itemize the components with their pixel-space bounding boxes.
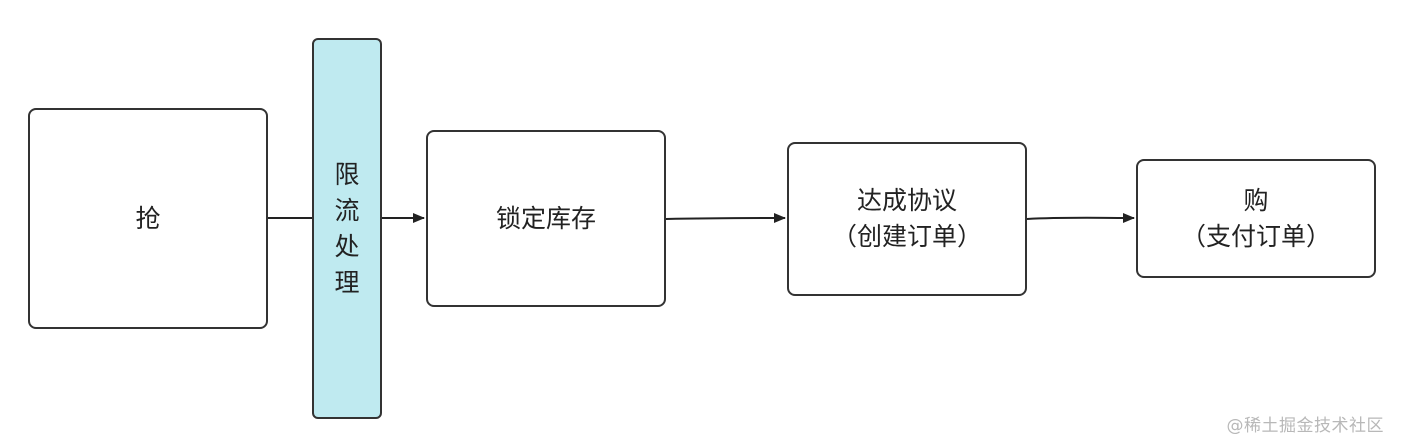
node-reach-agreement-line1: 达成协议: [856, 186, 957, 215]
arrow-lock-agree: [665, 213, 786, 224]
node-reach-agreement: 达成协议 （创建订单）: [787, 142, 1027, 296]
node-rate-limit-char-1: 限: [334, 159, 360, 189]
node-rate-limit-char-2: 流: [334, 195, 360, 225]
node-rate-limit: 限 流 处 理: [312, 38, 382, 419]
node-lock-inventory: 锁定库存: [426, 130, 666, 307]
node-lock-inventory-label: 锁定库存: [495, 203, 596, 233]
node-rate-limit-char-3: 处: [334, 231, 360, 261]
node-grab-label: 抢: [135, 203, 161, 233]
watermark: @稀土掘金技术社区: [1226, 416, 1384, 436]
node-reach-agreement-line2: （创建订单）: [831, 222, 982, 251]
node-grab: 抢: [28, 108, 268, 329]
node-purchase-line1: 购: [1243, 185, 1269, 215]
arrow-agree-buy: [1026, 212, 1135, 223]
node-purchase: 购 （支付订单）: [1136, 159, 1376, 278]
node-purchase-line2: （支付订单）: [1180, 221, 1331, 251]
node-rate-limit-char-4: 理: [334, 267, 360, 297]
